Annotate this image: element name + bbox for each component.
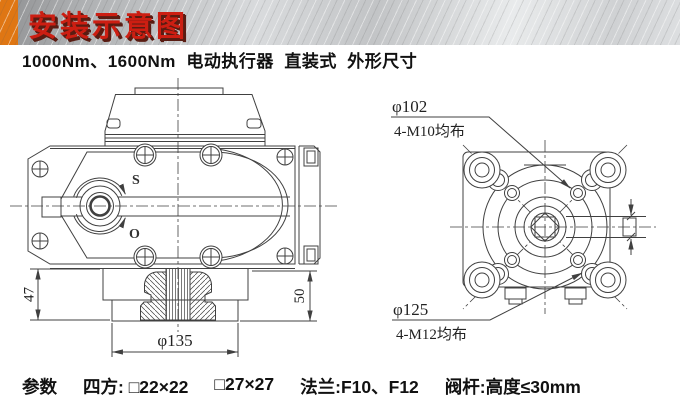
dim-47-text: 47 — [22, 287, 38, 303]
dim-phi135-text: φ135 — [157, 331, 192, 350]
subtitle: 1000Nm、1600Nm 电动执行器 直装式 外形尺寸 — [22, 52, 418, 71]
m12-spec-text: 4-M12均布 — [396, 326, 467, 343]
footer-flange-spec: 法兰:F10、F12 — [300, 377, 419, 397]
footer: 参数 四方: □22×22 □27×27 法兰:F10、F12 阀杆:高度≤30… — [22, 374, 672, 399]
phi125-text: φ125 — [393, 300, 428, 319]
footer-square-drive-2: □27×27 — [214, 374, 275, 394]
rotation-arrows: S O — [73, 173, 140, 242]
square-stem-detail — [566, 199, 646, 255]
label-shut: S — [132, 173, 140, 188]
left-view-centerlines — [10, 78, 340, 332]
page-title: 安装示意图 — [28, 11, 189, 43]
label-open: O — [129, 227, 140, 242]
motor-cover — [104, 87, 266, 147]
actuator-body — [27, 145, 321, 265]
footer-stem-spec: 阀杆:高度≤30mm — [444, 377, 581, 397]
mounting-feet — [504, 287, 587, 305]
footer-param-label: 参数 — [22, 377, 57, 397]
right-view: φ102 4-M10均布 φ125 4-M12均布 — [391, 97, 656, 343]
dimension-47: 47 — [22, 268, 110, 321]
dimension-phi135: φ135 — [111, 323, 239, 357]
m10-spec-text: 4-M10均布 — [394, 123, 465, 140]
dimension-50: 50 — [240, 270, 317, 322]
left-view: S O 47 — [10, 78, 340, 357]
right-view-centerlines — [450, 140, 656, 314]
title-bar: 安装示意图 — [0, 0, 680, 45]
footer-square-drive: 四方: □22×22 — [83, 377, 189, 397]
dim-50-text: 50 — [292, 289, 308, 304]
callout-phi102: φ102 4-M10均布 — [391, 97, 571, 189]
phi102-text: φ102 — [392, 97, 427, 116]
callout-phi125: φ125 4-M12均布 — [392, 272, 583, 343]
